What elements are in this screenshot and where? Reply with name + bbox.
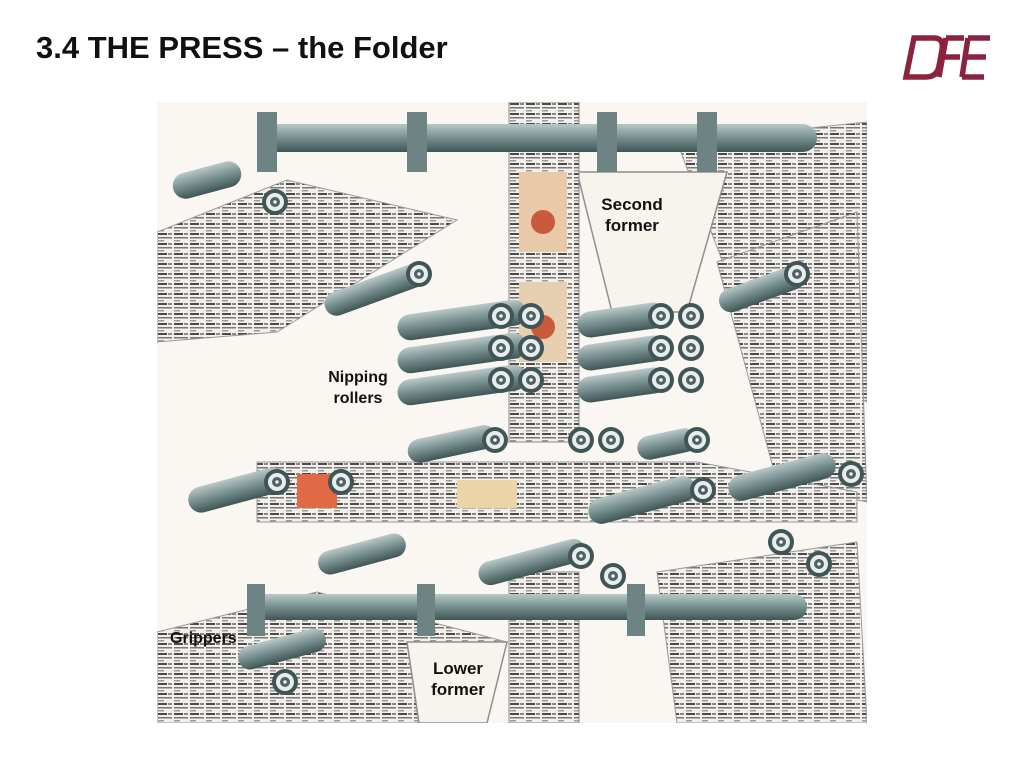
nipping-rollers-label-line2: rollers (333, 390, 383, 407)
second-former-label: Second former (592, 194, 672, 236)
logo-letter-d (902, 35, 946, 80)
lower-former-label: Lower former (418, 658, 498, 700)
dfe-logo (902, 35, 990, 80)
top-roller-rail (257, 112, 817, 172)
second-former-label-line1: Second (601, 195, 663, 214)
lower-roller-rail (247, 584, 807, 636)
upper-paper-sheets (157, 121, 867, 503)
second-former-label-line2: former (605, 216, 659, 235)
grippers-label: Grippers (170, 630, 237, 647)
lower-former-label-line1: Lower (432, 659, 484, 678)
guide-rollers (172, 161, 864, 695)
lower-former-label-line2: former (431, 680, 485, 699)
logo-letter-f (936, 35, 964, 78)
folder-illustration (157, 102, 867, 723)
nipping-rollers-right (577, 302, 704, 403)
nipping-rollers-left (397, 299, 544, 406)
vertical-webs (508, 102, 580, 723)
logo-letter-e (959, 35, 990, 80)
nipping-rollers-label: Nipping rollers (318, 367, 398, 409)
slide-title: 3.4 THE PRESS – the Folder (36, 30, 448, 65)
lower-former-shape (406, 641, 508, 723)
nipping-rollers-label-line1: Nipping (328, 369, 388, 386)
